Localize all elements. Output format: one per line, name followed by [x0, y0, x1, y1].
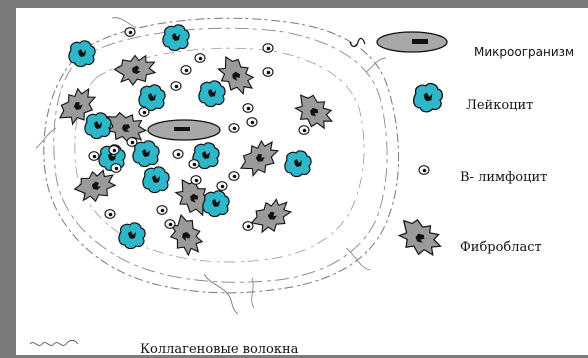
- legend-label-microorganism: Микроогранизм: [474, 44, 574, 60]
- leukocyte-icon: [414, 84, 443, 112]
- microorganism-icon: [350, 32, 447, 52]
- legend-label-collagen: Коллагеновые волокна: [140, 342, 298, 358]
- legend-label-fibroblast: Фибробласт: [460, 240, 542, 256]
- legend-label-leukocyte: Лейкоцит: [466, 98, 533, 114]
- diagram-panel: Микроогранизм Лейкоцит В- лимфоцит Фибро…: [16, 8, 588, 355]
- collagen-fiber-icon: [30, 340, 78, 345]
- central-microorganism: [148, 120, 220, 140]
- legend-label-b-lymphocyte: В- лимфоцит: [460, 170, 547, 186]
- b-lymphocyte-icon: [419, 166, 429, 175]
- fibroblast-icon: [394, 215, 447, 262]
